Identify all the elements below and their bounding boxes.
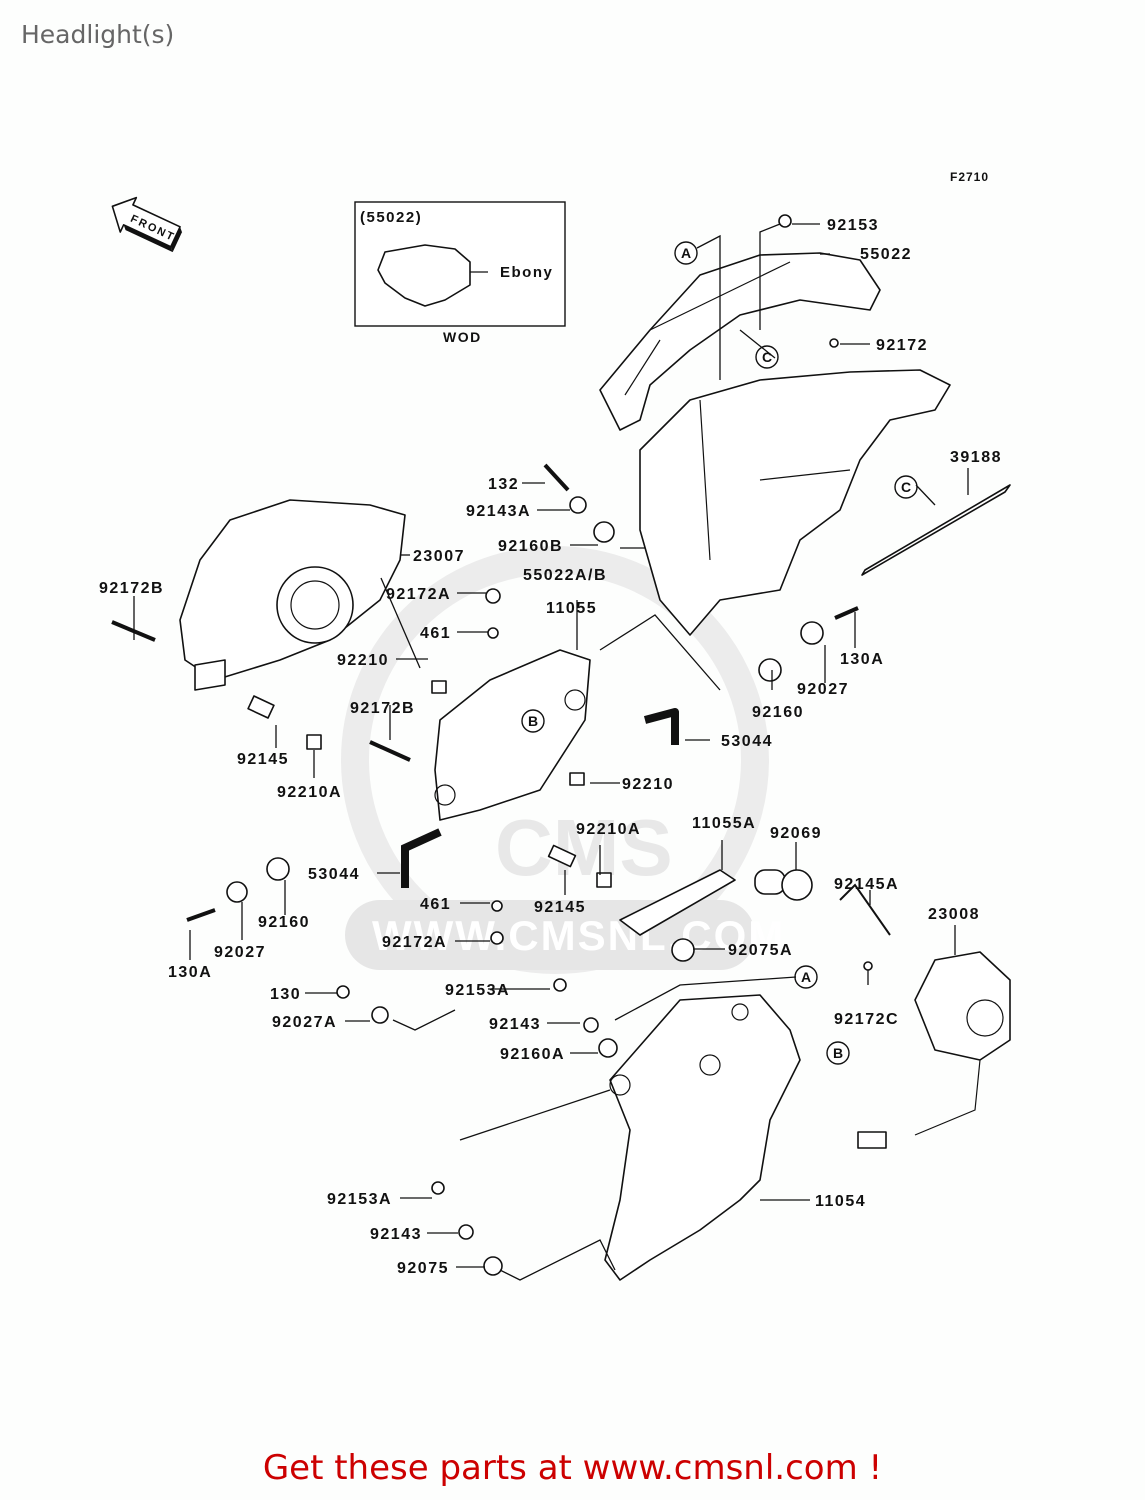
- windscreen-icon: [377, 244, 471, 307]
- adjuster-plate-part: [619, 869, 736, 936]
- callout-461-bottom[interactable]: 461: [420, 896, 451, 913]
- callout-92172a-top[interactable]: 92172A: [386, 586, 451, 603]
- callout-92143-top[interactable]: 92143: [489, 1016, 541, 1033]
- ref-marker-c-top: C: [755, 345, 779, 369]
- callout-92145a[interactable]: 92145A: [834, 876, 899, 893]
- svg-text:C: C: [762, 349, 772, 365]
- callout-92172b-mid[interactable]: 92172B: [350, 700, 415, 717]
- front-arrow-icon: FRONT: [111, 196, 182, 253]
- hose-right-part: [643, 708, 679, 745]
- promo-banner[interactable]: Get these parts at www.cmsnl.com !: [0, 1448, 1145, 1488]
- svg-text:A: A: [681, 245, 691, 261]
- ref-marker-b-bottom: B: [826, 1041, 850, 1065]
- connector-icon: [857, 1131, 887, 1149]
- callout-92172b-top[interactable]: 92172B: [99, 580, 164, 597]
- leader-lines: [133, 223, 969, 1281]
- ref-marker-a-bottom: A: [794, 965, 818, 989]
- callout-461-top[interactable]: 461: [420, 625, 451, 642]
- callout-92160-left[interactable]: 92160: [258, 914, 310, 931]
- callout-92210-right[interactable]: 92210: [622, 776, 674, 793]
- callout-130[interactable]: 130: [270, 986, 301, 1003]
- callout-92153a-top[interactable]: 92153A: [445, 982, 510, 999]
- callout-92075[interactable]: 92075: [397, 1260, 449, 1277]
- callout-92153[interactable]: 92153: [827, 217, 879, 234]
- svg-text:C: C: [901, 479, 911, 495]
- callout-132[interactable]: 132: [488, 476, 519, 493]
- watermark-logo: CMS: [495, 803, 673, 892]
- stripe-decal-part: [861, 484, 1011, 576]
- callout-11054[interactable]: 11054: [815, 1193, 866, 1210]
- ref-marker-c-right: C: [894, 475, 918, 499]
- callout-92160a[interactable]: 92160A: [500, 1046, 565, 1063]
- callout-92143a[interactable]: 92143A: [466, 503, 531, 520]
- watermark-text: WWW.CMSNL.COM: [372, 912, 785, 959]
- page-title: Headlight(s): [21, 20, 175, 49]
- callout-92145-left[interactable]: 92145: [237, 751, 289, 768]
- callout-92160-right[interactable]: 92160: [752, 704, 804, 721]
- inset-color-code: WOD: [443, 329, 482, 345]
- headlight-unit-part: [179, 499, 406, 691]
- callout-55022[interactable]: 55022: [860, 246, 912, 263]
- svg-text:B: B: [528, 713, 538, 729]
- figure-code: F2710: [950, 170, 989, 184]
- callout-92160b[interactable]: 92160B: [498, 538, 563, 555]
- callout-92172a-bottom[interactable]: 92172A: [382, 934, 447, 951]
- callout-23007[interactable]: 23007: [413, 548, 465, 565]
- inner-panel-part: [639, 369, 951, 636]
- headlight-bulb-part: [754, 869, 813, 901]
- promo-link[interactable]: Get these parts at www.cmsnl.com !: [262, 1448, 883, 1488]
- callout-92027-left[interactable]: 92027: [214, 944, 266, 961]
- callout-130a-right[interactable]: 130A: [840, 651, 884, 668]
- callout-92210a-mid[interactable]: 92210A: [576, 821, 641, 838]
- callout-92172c[interactable]: 92172C: [834, 1011, 899, 1028]
- callout-55022ab[interactable]: 55022A/B: [523, 567, 607, 584]
- svg-text:A: A: [801, 969, 811, 985]
- callout-23008[interactable]: 23008: [928, 906, 980, 923]
- callout-92153a-bottom[interactable]: 92153A: [327, 1191, 392, 1208]
- svg-text:B: B: [833, 1045, 843, 1061]
- ref-marker-a-top: A: [674, 241, 698, 265]
- callout-53044-right[interactable]: 53044: [721, 733, 773, 750]
- hose-left-part: [401, 828, 442, 888]
- callout-39188[interactable]: 39188: [950, 449, 1002, 466]
- bulb-cover-part: [857, 951, 1011, 1149]
- color-inset: (55022) Ebony WOD: [354, 201, 566, 345]
- callout-92027a[interactable]: 92027A: [272, 1014, 337, 1031]
- parts-diagram: WWW.CMSNL.COM CMS F2710 FRONT (55022) Eb…: [99, 170, 1011, 1281]
- inset-part-ref: (55022): [360, 209, 422, 226]
- inset-color-label: Ebony: [500, 264, 553, 281]
- headlight-stay-part: [604, 994, 801, 1281]
- callout-92145-mid[interactable]: 92145: [534, 899, 586, 916]
- callout-11055a[interactable]: 11055A: [692, 815, 756, 832]
- callout-92172[interactable]: 92172: [876, 337, 928, 354]
- callout-92143-bottom[interactable]: 92143: [370, 1226, 422, 1243]
- callout-130a-left[interactable]: 130A: [168, 964, 212, 981]
- callout-92069[interactable]: 92069: [770, 825, 822, 842]
- callout-92210a-left[interactable]: 92210A: [277, 784, 342, 801]
- callout-92210-left[interactable]: 92210: [337, 652, 389, 669]
- callout-92027-right[interactable]: 92027: [797, 681, 849, 698]
- headlight-bracket-part: [434, 649, 591, 821]
- callout-11055[interactable]: 11055: [546, 600, 597, 617]
- callout-92075a[interactable]: 92075A: [728, 942, 793, 959]
- callout-53044-left[interactable]: 53044: [308, 866, 360, 883]
- ref-marker-b-top: B: [521, 709, 545, 733]
